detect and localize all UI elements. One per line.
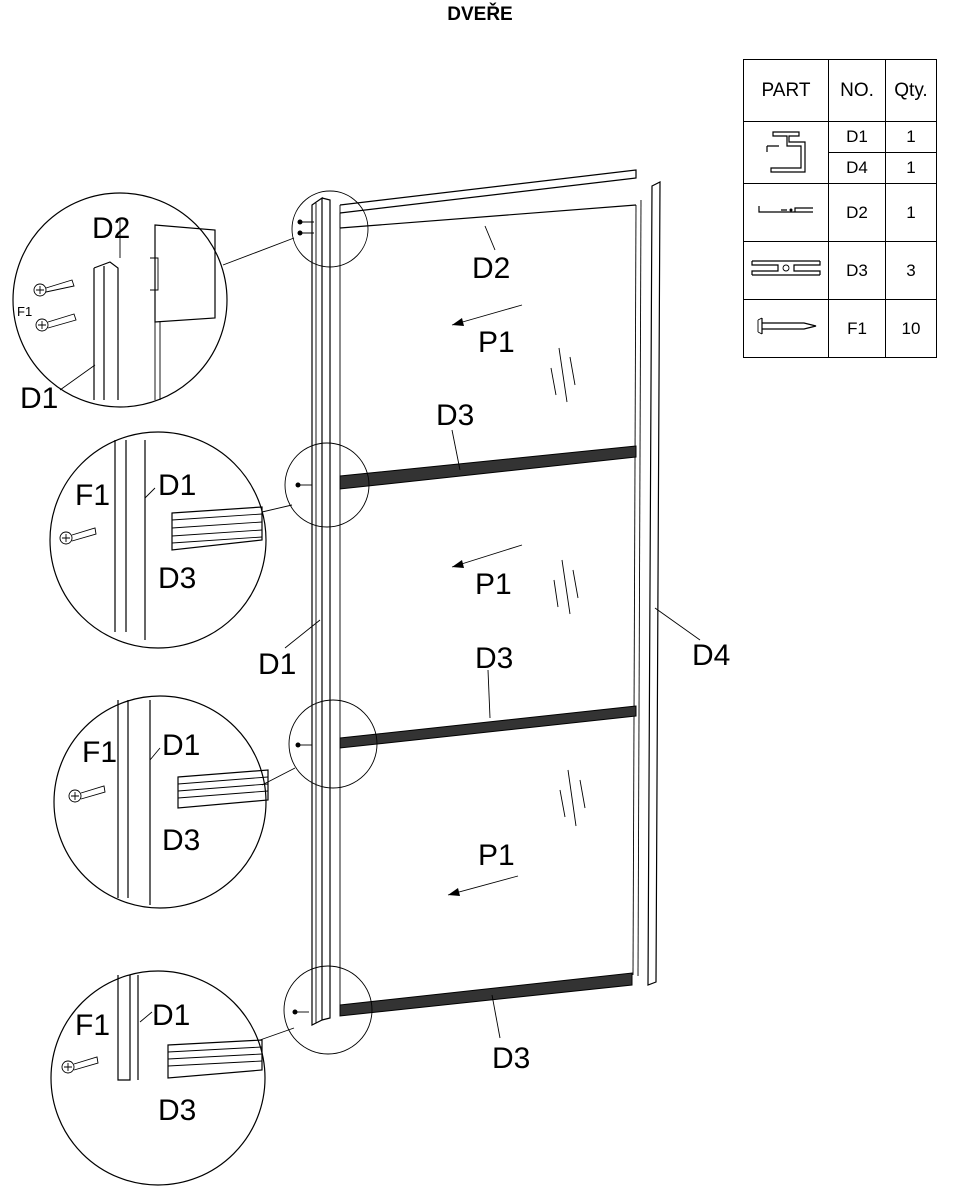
screw-icon [743,299,829,358]
label-d1-main: D1 [258,648,296,681]
label-d3-main-1: D3 [436,399,474,432]
leader-lines [222,237,296,1041]
parts-table: PART NO. Qty. D1 1 D4 1 D2 1 D3 3 F1 10 [743,59,937,358]
header-no: NO. [828,59,886,122]
row-qty: 1 [885,152,937,184]
label-d2-detail: D2 [92,212,130,245]
table-row: D2 1 [743,183,937,242]
label-d1-4: D1 [152,999,190,1032]
label-d1-3: D1 [162,729,200,762]
row-qty: 1 [885,183,937,242]
label-d1-2: D1 [158,469,196,502]
detail-circle-4: F1 D1 D3 [50,970,266,1186]
label-d3-2: D3 [158,562,196,595]
row-no: D4 [828,152,886,184]
row-no: D3 [828,241,886,300]
row-qty: 1 [885,121,937,153]
h-connector-profile-icon [743,241,829,300]
row-qty: 10 [885,299,937,358]
door-frame [311,169,661,1026]
row-qty: 3 [885,241,937,300]
label-d2-main: D2 [472,252,510,285]
detail-circle-2: F1 D1 D3 [49,431,267,649]
label-d3-main-3: D3 [492,1042,530,1075]
label-p1-3: P1 [478,839,515,872]
label-f1-2: F1 [75,479,110,512]
row-no: D1 [828,121,886,153]
header-qty: Qty. [885,59,937,122]
label-p1-2: P1 [475,568,512,601]
label-d3-3: D3 [162,824,200,857]
label-f1-3: F1 [82,736,117,769]
label-d3-main-2: D3 [475,642,513,675]
label-d4-main: D4 [692,639,730,672]
main-labels: D2 P1 D3 P1 D1 D3 D4 P1 D3 [258,225,730,1075]
row-no: F1 [828,299,886,358]
table-row: D3 3 [743,241,937,300]
frame-screws [292,219,314,1015]
table-row: D1 1 [743,121,937,184]
page-title: DVEŘE [447,4,513,25]
label-f1-detail: F1 [17,304,32,319]
label-d1-detail: D1 [20,382,58,415]
detail-circle-3: F1 D1 D3 [53,695,269,909]
top-rail-profile-icon [743,183,829,242]
highlight-circles [283,190,378,1055]
row-no: D2 [828,183,886,242]
label-d3-4: D3 [158,1094,196,1127]
c-channel-profile-icon [743,121,829,184]
header-part: PART [743,59,829,122]
detail-circle-top: D2 F1 D1 [12,192,228,415]
label-p1-1: P1 [478,326,515,359]
table-row: F1 10 [743,299,937,358]
table-header-row: PART NO. Qty. [743,59,937,122]
label-f1-4: F1 [75,1009,110,1042]
